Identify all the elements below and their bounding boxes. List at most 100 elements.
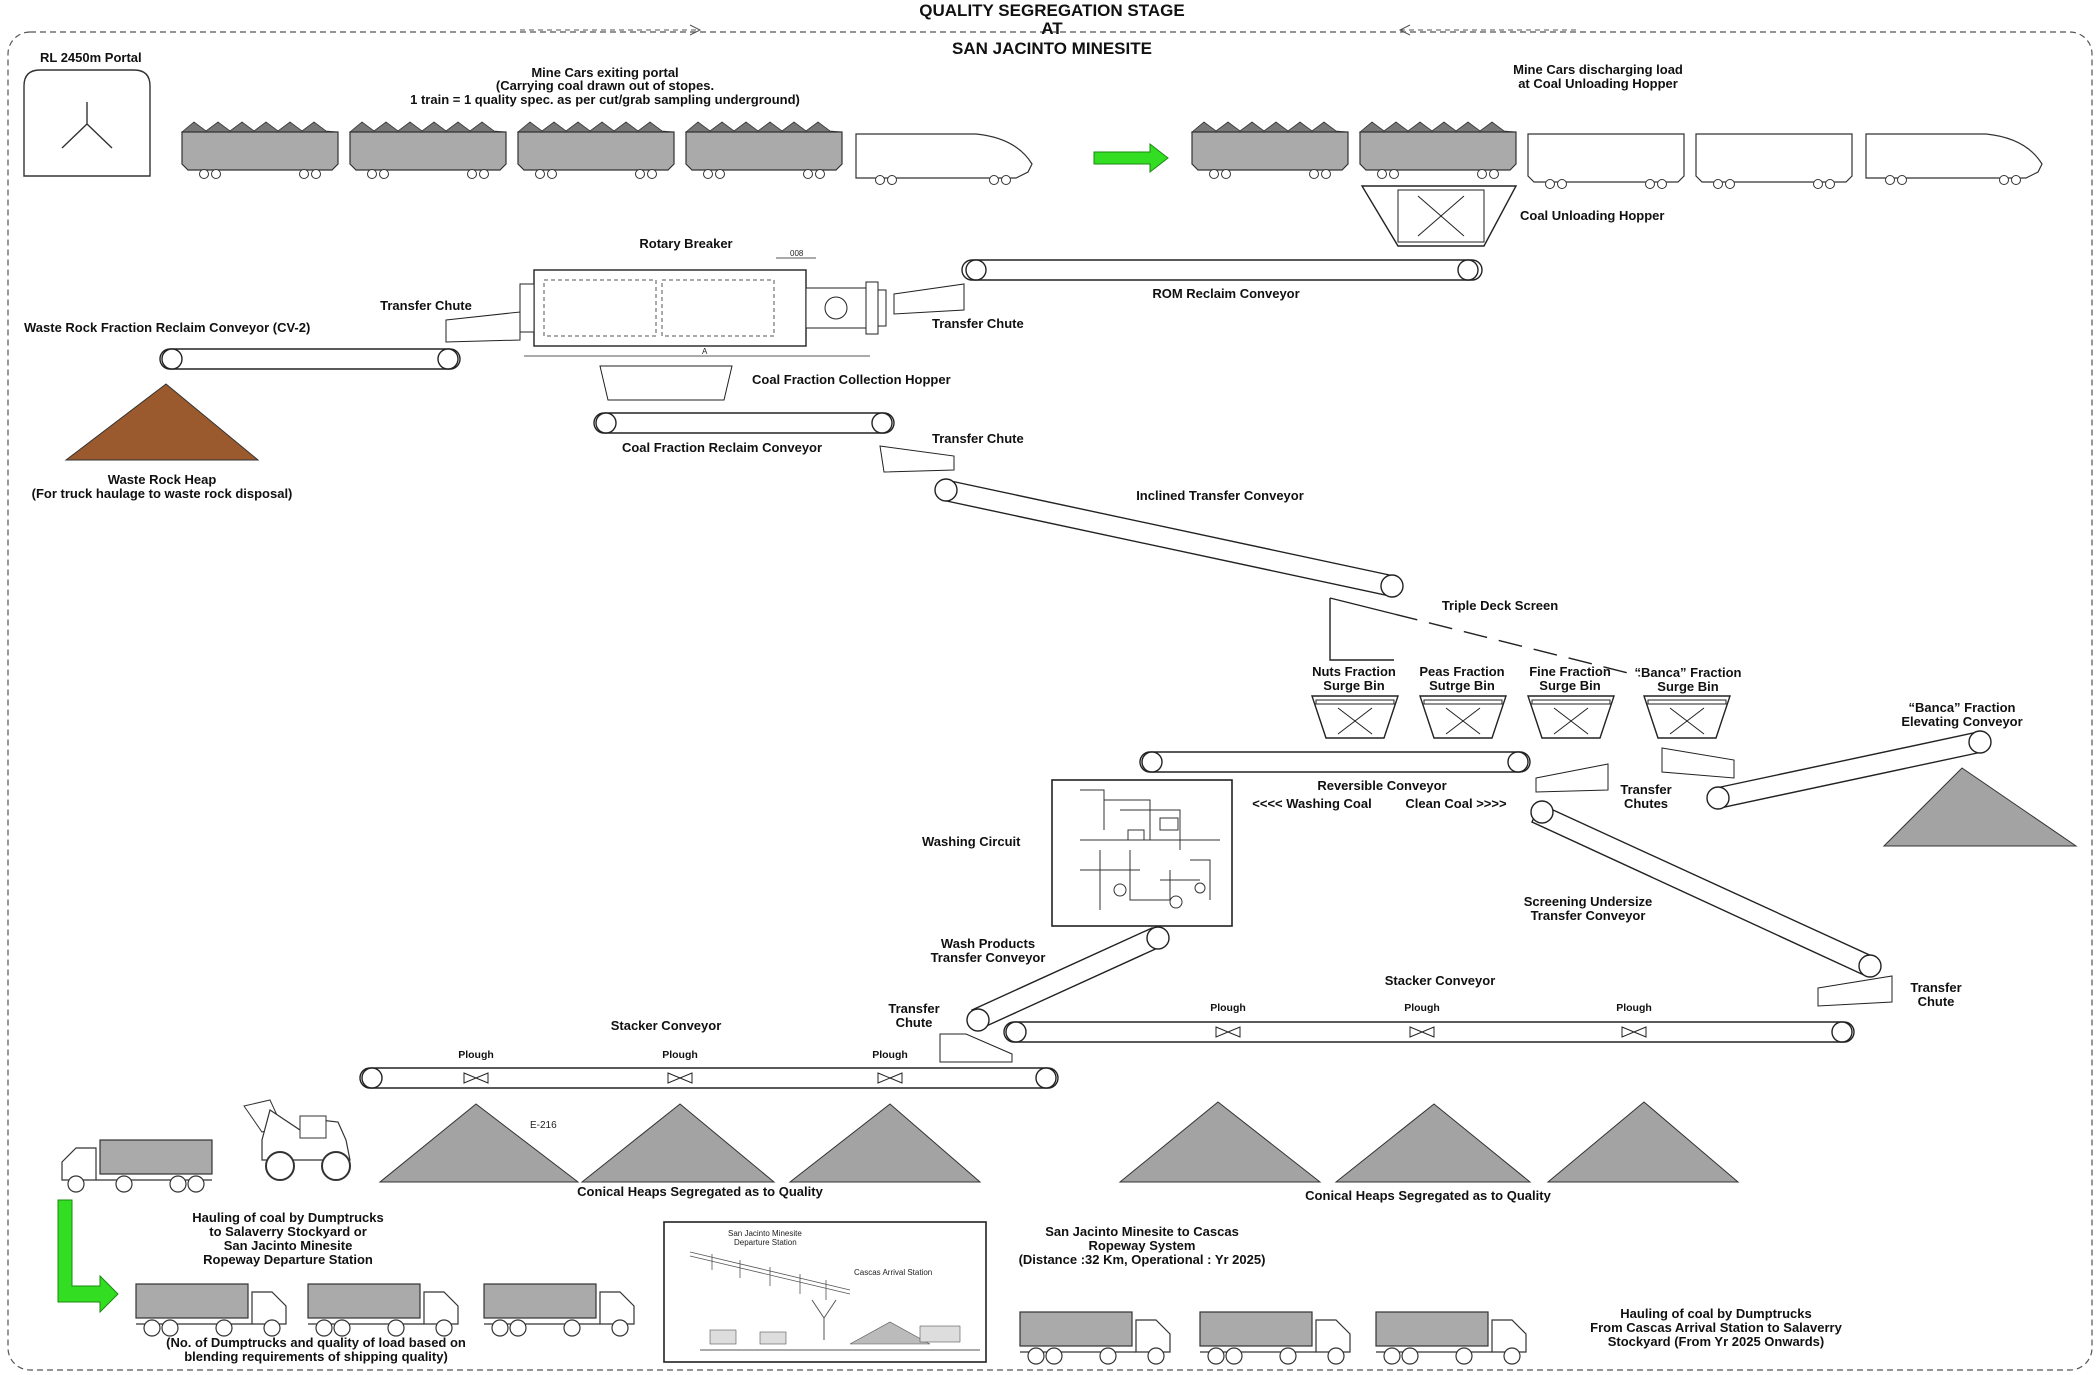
waste-rock-heap-label-1: Waste Rock Heap (108, 472, 217, 487)
stacker-conveyor-left (359, 1067, 1059, 1089)
wash-products-label-1: Wash Products (941, 936, 1035, 951)
transfer-chute-label: Transfer Chute (932, 431, 1024, 446)
nuts-bin-label-1: Nuts Fraction (1312, 664, 1396, 679)
conical-heap (580, 1103, 776, 1183)
ropeway-system-label-1: San Jacinto Minesite to Cascas (1045, 1224, 1239, 1239)
mine-car-empty (1695, 133, 1853, 190)
ropeway-system-label-2: Ropeway System (1089, 1238, 1196, 1253)
hauling-left-3: San Jacinto Minesite (224, 1238, 353, 1253)
clean-coal-label: Clean Coal >>>> (1405, 796, 1507, 811)
title-line-2: AT (1041, 19, 1063, 38)
mine-cars-exit-label-1: Mine Cars exiting portal (531, 65, 678, 80)
screening-undersize-label-2: Transfer Conveyor (1531, 908, 1646, 923)
mine-car-loaded (685, 121, 843, 180)
mine-car-loaded (1359, 121, 1517, 180)
hauling-right-1: Hauling of coal by Dumptrucks (1620, 1306, 1811, 1321)
ropeway-inset: San Jacinto Minesite Departure Station C… (663, 1221, 987, 1363)
ropeway-departure-label-2: Departure Station (734, 1238, 797, 1247)
waste-rock-conveyor (159, 348, 461, 370)
rotary-breaker: 008 A (519, 249, 887, 357)
plough-label: Plough (1616, 1002, 1652, 1014)
banca-bin-label-1: “Banca” Fraction (1635, 665, 1742, 680)
transfer-chutes-label-2: Chutes (1624, 796, 1668, 811)
ropeway-system-label-3: (Distance :32 Km, Operational : Yr 2025) (1019, 1252, 1266, 1267)
peas-surge-bin (1419, 695, 1507, 739)
conical-heaps-label-left: Conical Heaps Segregated as to Quality (577, 1184, 823, 1199)
mine-cars-exit-label-2: (Carrying coal drawn out of stopes. (496, 78, 714, 93)
peas-bin-label-1: Peas Fraction (1419, 664, 1504, 679)
transfer-chute (893, 283, 965, 315)
coal-fraction-conveyor-label: Coal Fraction Reclaim Conveyor (622, 440, 822, 455)
screening-undersize-label-1: Screening Undersize (1524, 894, 1653, 909)
ropeway-arrival-label: Cascas Arrival Station (854, 1268, 932, 1277)
locomotive (855, 133, 1033, 186)
banca-heap (1882, 767, 2078, 847)
waste-rock-heap-label-2: (For truck haulage to waste rock disposa… (32, 486, 293, 501)
conical-heap (1546, 1101, 1740, 1183)
transfer-chute (1535, 763, 1609, 793)
conical-heap (1118, 1101, 1322, 1183)
inclined-transfer-conveyor-label: Inclined Transfer Conveyor (1136, 488, 1304, 503)
banca-elevating-label-1: “Banca” Fraction (1909, 700, 2016, 715)
mine-cars-discharge-label-1: Mine Cars discharging load (1513, 62, 1683, 77)
dumptruck-icon (135, 1283, 287, 1337)
hauling-right-2: From Cascas Arrival Station to Salaverry (1590, 1320, 1842, 1335)
stacker-conveyor-label: Stacker Conveyor (611, 1018, 722, 1033)
plough-label: Plough (1210, 1002, 1246, 1014)
transfer-chute (879, 445, 955, 473)
triple-deck-screen (1329, 598, 1394, 661)
plough-label: Plough (458, 1049, 494, 1061)
coal-fraction-hopper-label: Coal Fraction Collection Hopper (752, 372, 951, 387)
transfer-chute (445, 311, 521, 343)
fine-bin-label-2: Surge Bin (1539, 678, 1600, 693)
dumptruck-icon (307, 1283, 459, 1337)
screening-undersize-conveyor (1531, 803, 1877, 977)
transfer-chute-label-1: Transfer (888, 1001, 939, 1016)
portal-label: RL 2450m Portal (40, 50, 142, 65)
dumptruck-icon (61, 1139, 213, 1193)
waste-rock-conveyor-label: Waste Rock Fraction Reclaim Conveyor (CV… (24, 320, 310, 335)
green-arrow-down-right (57, 1199, 119, 1314)
washing-circuit (1051, 779, 1233, 927)
mine-car-empty (1527, 133, 1685, 190)
transfer-chute-label: Transfer Chute (380, 298, 472, 313)
mine-car-loaded (517, 121, 675, 180)
rom-reclaim-conveyor (961, 259, 1483, 281)
coal-fraction-conveyor (593, 412, 895, 434)
ropeway-departure-label-1: San Jacinto Minesite (728, 1229, 802, 1238)
front-end-loader-icon (243, 1099, 351, 1181)
wash-products-label-2: Transfer Conveyor (931, 950, 1046, 965)
dumptruck-note-2: blending requirements of shipping qualit… (184, 1349, 448, 1364)
breaker-dim-top: 008 (790, 249, 804, 258)
transfer-chute-label-1: Transfer (1910, 980, 1961, 995)
diagram-border (7, 31, 2093, 1371)
reversible-conveyor (1139, 751, 1531, 773)
banca-elevating-label-2: Elevating Conveyor (1901, 714, 2022, 729)
conical-heap (1334, 1103, 1532, 1183)
reversible-conveyor-label: Reversible Conveyor (1317, 778, 1446, 793)
hauling-left-2: to Salaverry Stockyard or (209, 1224, 367, 1239)
rotary-breaker-label: Rotary Breaker (639, 236, 732, 251)
title-line-3: SAN JACINTO MINESITE (952, 39, 1152, 58)
coal-unloading-hopper (1360, 185, 1518, 247)
banca-surge-bin (1643, 695, 1731, 739)
conical-heap (378, 1103, 580, 1183)
breaker-dim-bottom: A (702, 347, 708, 356)
plough-label: Plough (662, 1049, 698, 1061)
hauling-left-4: Ropeway Departure Station (203, 1252, 373, 1267)
conical-heap (788, 1103, 982, 1183)
plough-label: Plough (1404, 1002, 1440, 1014)
dumptruck-icon (483, 1283, 635, 1337)
hauling-right-3: Stockyard (From Yr 2025 Onwards) (1608, 1334, 1825, 1349)
conical-heaps-label-right: Conical Heaps Segregated as to Quality (1305, 1188, 1551, 1203)
rom-reclaim-conveyor-label: ROM Reclaim Conveyor (1152, 286, 1299, 301)
dumptruck-icon (1375, 1311, 1527, 1365)
transfer-chute-label: Transfer Chute (932, 316, 1024, 331)
transfer-chutes-label-1: Transfer (1620, 782, 1671, 797)
transfer-chute (1817, 975, 1893, 1007)
dumptruck-icon (1019, 1311, 1171, 1365)
mine-cars-exit-label-3: 1 train = 1 quality spec. as per cut/gra… (410, 92, 800, 107)
mine-car-loaded (349, 121, 507, 180)
waste-rock-heap (64, 383, 260, 461)
